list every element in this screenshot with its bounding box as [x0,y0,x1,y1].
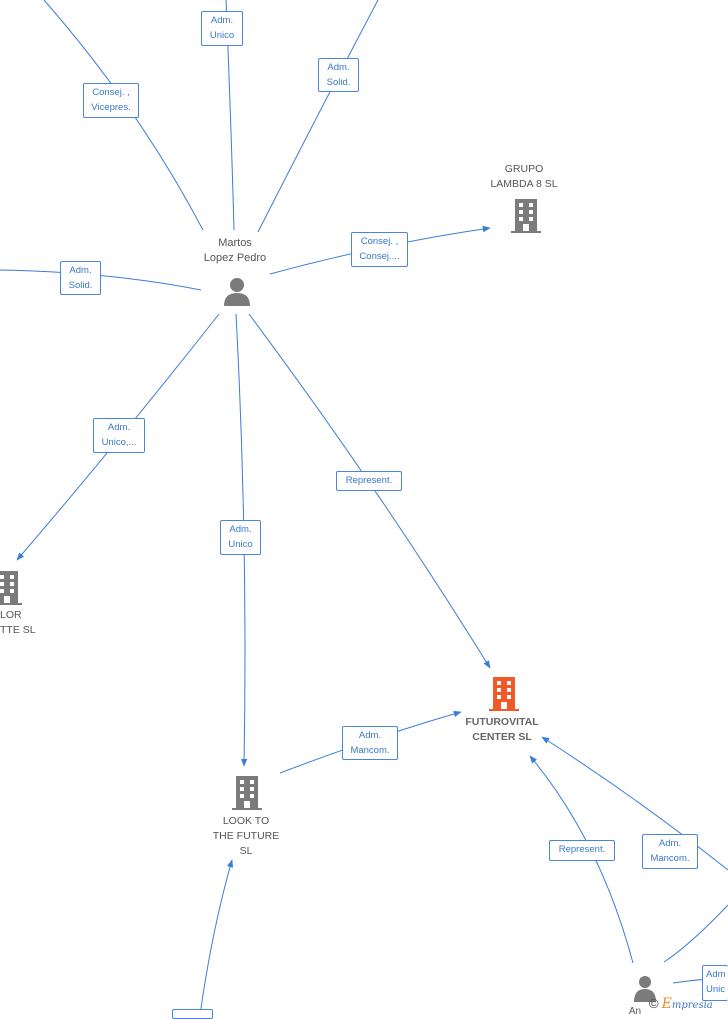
node-label-line: THE FUTURE [212,830,280,842]
building-icon-grupo [511,199,541,233]
person-icon-bottom [634,976,656,1002]
node-label-line: GRUPO [504,163,544,175]
node-label-futurovital-center[interactable]: FUTUROVITAL CENTER SL [447,715,557,745]
person-icon [224,278,250,306]
edge-label-line: Adm [706,969,726,980]
edge-label-represent-bottom[interactable]: Represent. [549,840,615,861]
edge-label-line: Consej.... [359,251,400,262]
edge-label-line: Unico [209,30,235,41]
edge-label-line: Mancom. [650,853,690,864]
building-icon-futurovital [489,677,519,711]
edge-label-represent-futurovital[interactable]: Represent. [336,471,402,491]
edge-label-line: Unico,... [101,437,137,448]
edge-label-line: Adm. [69,265,92,276]
brand-logo-initial: E [661,996,672,1012]
edge-label-line: Represent. [345,475,393,486]
brand-logo-text: mpresia [671,1000,713,1011]
node-label-line: TTE SL [0,624,36,636]
copyright-symbol: © [649,996,659,1011]
edge-label-line: Represent. [558,844,606,855]
edge-label-adm-solid-top[interactable]: Adm. Solid. [318,58,359,92]
node-label-line: Martos [218,237,252,249]
edge-line-to-futurovital [248,313,491,669]
edge-label-consej-grupo[interactable]: Consej. , Consej.... [351,232,408,267]
edge-label-adm-mancom-look[interactable]: Adm. Mancom. [342,726,398,760]
edge-label-adm-solid-left[interactable]: Adm. Solid. [60,261,101,295]
edge-line-top-right [257,0,379,233]
edge-line-bottom-to-look [199,859,234,1015]
node-label-left-company[interactable]: LOR TTE SL [0,608,44,638]
edge-label-bottom-partial[interactable] [172,1009,213,1019]
edge-label-line: Unic [706,984,726,995]
edge-label-line: Adm. [327,62,350,73]
building-icon-left-company [0,571,22,605]
edge-label-line: Mancom. [350,745,390,756]
edge-label-line: Adm. [229,524,252,535]
edge-line-left [0,269,202,291]
edge-label-line: Solid. [68,280,93,291]
node-label-line: An [628,1007,642,1015]
edge-label-line: Consej. , [92,87,130,98]
edge-label-line: Adm. [358,730,382,741]
edge-line-right-bottom [663,904,728,963]
node-label-line: Lopez Pedro [203,252,267,264]
edge-line-mancom-bottom [541,736,728,871]
edge-label-adm-unico-look[interactable]: Adm. Unico [220,520,261,555]
edge-label-line: Solid. [326,77,351,88]
edge-label-consej-vicepres[interactable]: Consej. , Vicepres. [83,83,139,118]
node-label-line: LOOK TO [222,815,270,827]
node-label-line: LOR [0,609,22,621]
node-label-look-to-the-future[interactable]: LOOK TO THE FUTURE SL [196,814,296,859]
edge-label-adm-unico-top[interactable]: Adm. Unico [201,11,243,46]
edge-label-adm-unic-bottom[interactable]: Adm Unic [702,965,728,1001]
edge-label-adm-unico-lor[interactable]: Adm. Unico,... [93,418,145,453]
edge-label-line: Consej. , [360,236,399,247]
node-label-grupo-lambda[interactable]: GRUPO LAMBDA 8 SL [474,162,574,192]
edge-label-line: Adm. [658,838,682,849]
node-label-bottom-person[interactable]: An [623,1007,647,1015]
empresia-watermark: © Empresia [649,994,713,1014]
edge-label-line: Vicepres. [91,102,131,113]
node-label-line: LAMBDA 8 SL [490,178,558,190]
node-label-line: CENTER SL [472,731,532,743]
edge-label-line: Adm. [210,15,234,26]
node-label-line: SL [239,845,253,857]
edge-label-line: Adm. [107,422,131,433]
edge-label-line: Unico [228,539,253,550]
node-label-martos-lopez-pedro[interactable]: Martos Lopez Pedro [185,236,285,266]
edge-label-adm-mancom-bottom[interactable]: Adm. Mancom. [642,834,698,869]
node-label-line: FUTUROVITAL [465,716,539,728]
building-icon-look-to-the-future [232,776,262,810]
